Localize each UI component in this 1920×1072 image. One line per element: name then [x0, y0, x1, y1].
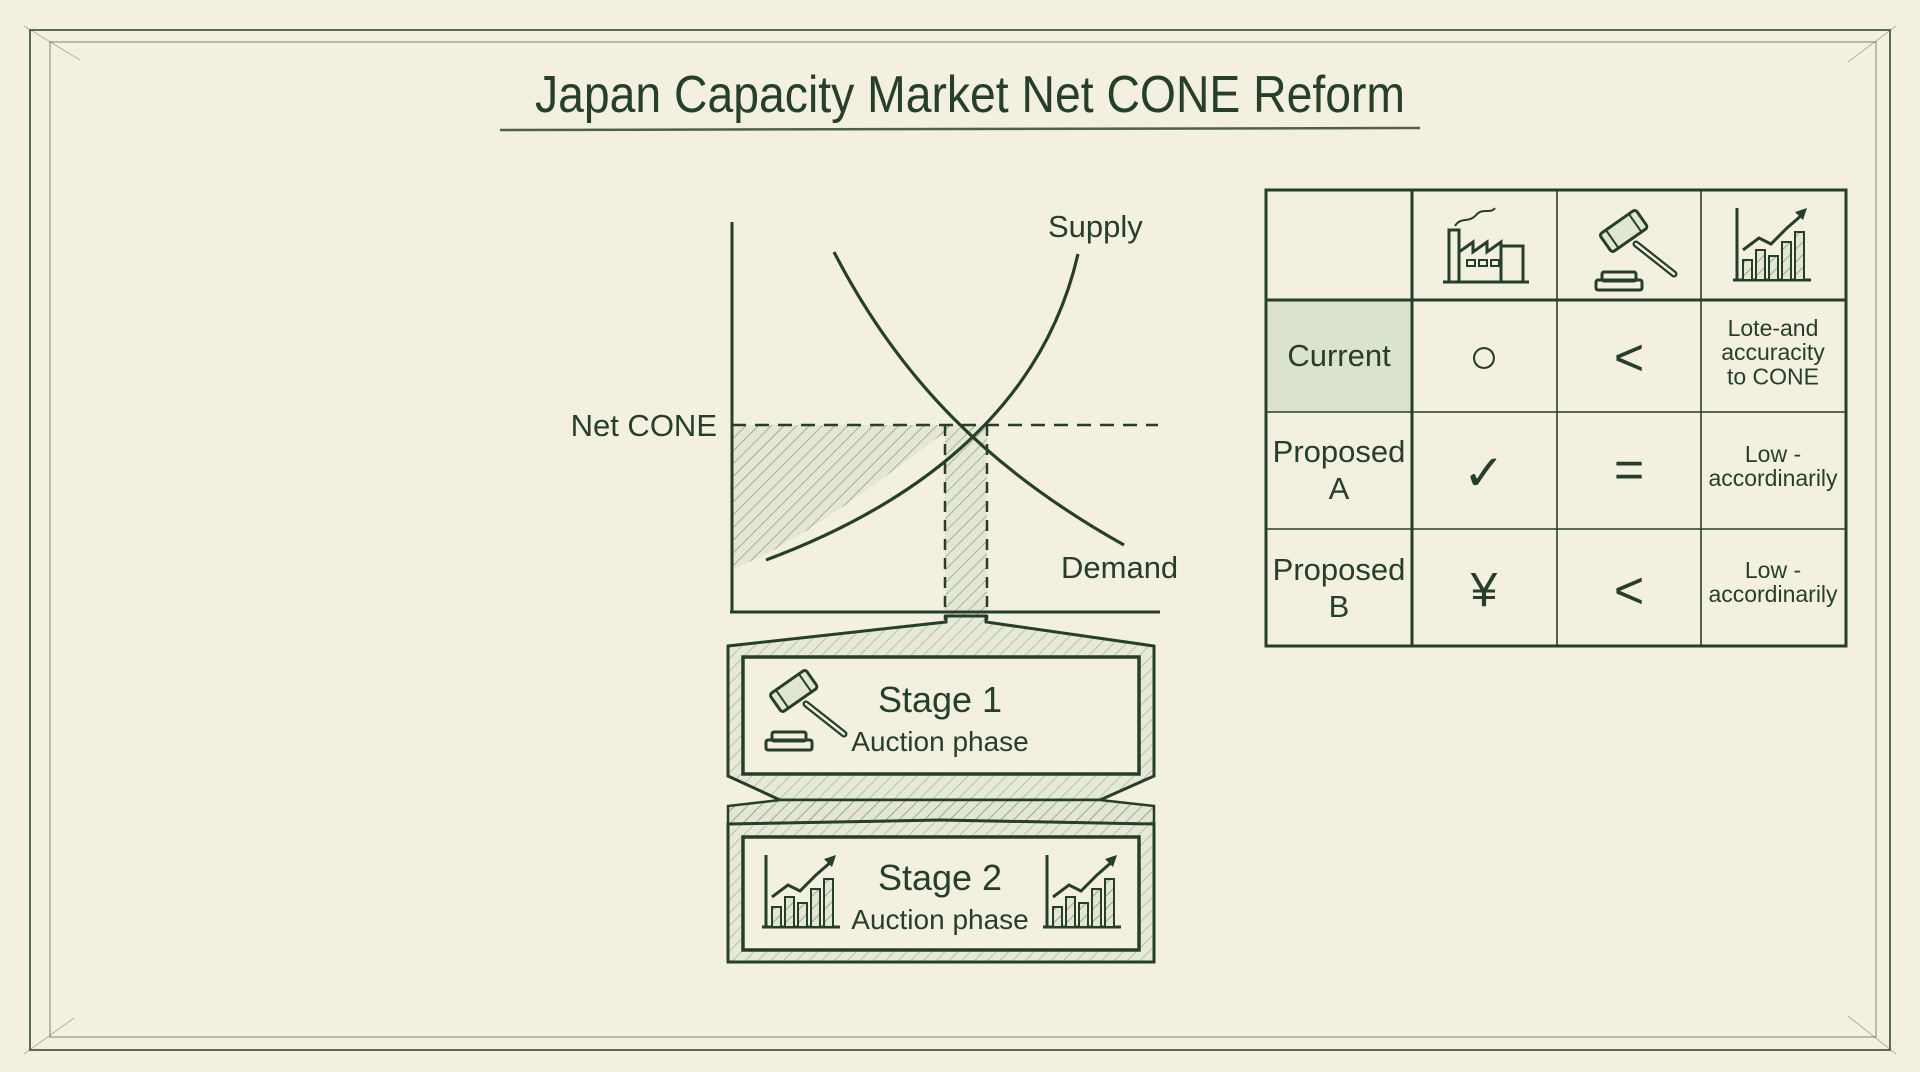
rising-chart-icon	[1731, 206, 1813, 282]
comparison-table: Current Proposed A Proposed B ○ < ✓ = ¥ …	[1264, 188, 1848, 648]
row-label-current: Current	[1287, 338, 1391, 373]
demand-curve	[832, 251, 1125, 547]
row-label-proposed-b-line2: B	[1329, 589, 1350, 624]
title-underline	[499, 126, 1421, 132]
cell-proposed-a-col2: =	[1614, 441, 1644, 499]
supply-label: Supply	[1048, 209, 1143, 244]
highlight-cell-current	[1268, 300, 1412, 412]
stage-1-container: Stage 1 Auction phase	[726, 614, 1156, 802]
row-label-proposed-a: Proposed	[1273, 434, 1406, 469]
clearing-drop-band	[945, 425, 987, 615]
cell-current-col2: <	[1614, 329, 1644, 387]
market-chart: Supply Demand Net CONE	[571, 209, 1178, 620]
demand-label: Demand	[1061, 550, 1178, 585]
row-label-proposed-b: Proposed	[1273, 552, 1406, 587]
cell-proposed-a-col3: Low -accordinarily	[1708, 441, 1838, 491]
cell-current-col1: ○	[1469, 328, 1499, 384]
stage-2-subtitle: Auction phase	[851, 904, 1028, 935]
stage-1-subtitle: Auction phase	[851, 726, 1028, 757]
supply-curve	[765, 253, 1080, 562]
cell-proposed-b-col1: ¥	[1470, 564, 1498, 617]
stage-2-title: Stage 2	[878, 857, 1002, 898]
stage-1-title: Stage 1	[878, 679, 1002, 720]
gavel-icon	[1596, 209, 1674, 290]
net-cone-shaded-area	[732, 425, 955, 570]
cell-proposed-b-col2: <	[1614, 562, 1644, 620]
cell-proposed-a-col1: ✓	[1463, 445, 1505, 501]
cell-proposed-b-col3: Low -accordinarily	[1708, 557, 1838, 607]
factory-icon	[1441, 206, 1531, 284]
stage-2-container: Stage 2 Auction phase	[726, 818, 1156, 964]
row-label-proposed-a-line2: A	[1329, 471, 1350, 506]
sketch-frame	[23, 25, 1897, 1055]
net-cone-label: Net CONE	[571, 408, 717, 443]
page-title: Japan Capacity Market Net CONE Reform	[535, 66, 1405, 124]
